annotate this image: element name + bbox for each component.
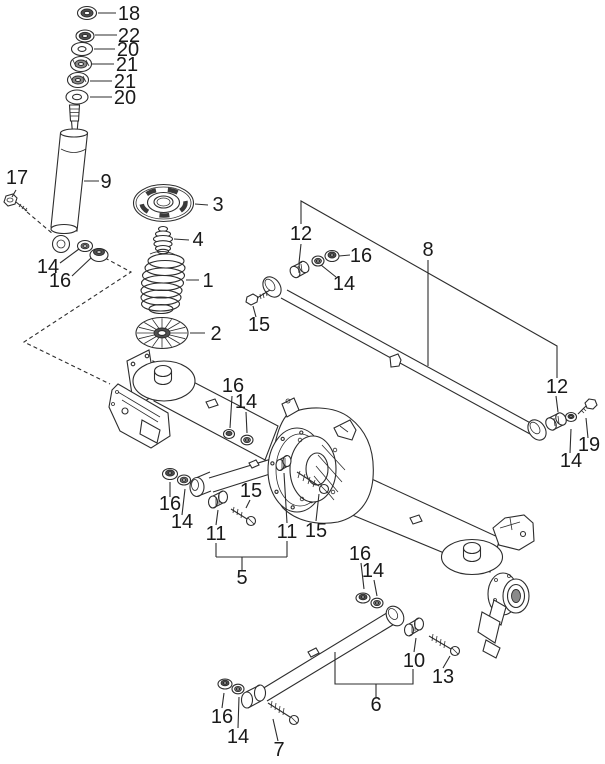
- callout-21-lower: 21: [114, 71, 136, 93]
- washer-14-left: [311, 255, 325, 267]
- bushing-12-left: [289, 260, 310, 279]
- callout-3: 3: [212, 194, 223, 216]
- callout-18: 18: [118, 3, 140, 25]
- washer-14-rear: [370, 597, 384, 609]
- arm-rear-eye: [385, 605, 405, 627]
- callout-5: 5: [236, 567, 247, 589]
- callout-14-axle: 14: [235, 391, 257, 413]
- washer-14-upper: [240, 434, 254, 446]
- callout-14-arm5: 14: [171, 511, 193, 533]
- brake-backing-plate: [267, 427, 346, 513]
- washer-14: [176, 474, 192, 486]
- shock-lower-eye: [51, 234, 71, 254]
- rear-axle-assembly: [108, 349, 535, 659]
- callout-16-arm5: 16: [159, 493, 181, 515]
- callout-17: 17: [6, 167, 28, 189]
- nut-16-rod: [324, 249, 340, 263]
- axle-right-spring-seat: [440, 538, 504, 576]
- callout-14-shock: 14: [37, 256, 59, 278]
- callout-10: 10: [403, 650, 425, 672]
- callout-8: 8: [422, 239, 433, 261]
- callout-2: 2: [210, 323, 221, 345]
- nut-16: [161, 467, 179, 481]
- callout-11-front: 11: [206, 523, 227, 545]
- callout-21-upper: 21: [116, 54, 138, 76]
- callout-13: 13: [432, 666, 454, 688]
- shock-body: [50, 132, 89, 232]
- callout-4: 4: [192, 229, 203, 251]
- nut-14-right: [564, 411, 578, 423]
- callout-12-left: 12: [290, 223, 312, 245]
- callout-15-rod: 15: [248, 314, 270, 336]
- nut-18: [76, 5, 98, 21]
- coil-spring-1: [140, 251, 186, 315]
- callout-9: 9: [100, 171, 111, 193]
- callout-19: 19: [578, 434, 600, 456]
- dashed-guide-lines: [22, 211, 133, 385]
- bump-stopper-4: [152, 225, 174, 255]
- diff-bolt-15: [296, 470, 330, 495]
- diff-bushing-11: [275, 454, 292, 472]
- axle-left-shock-bracket: [108, 383, 171, 449]
- bushing-12-right: [545, 412, 567, 431]
- callout-11-rear: 11: [277, 521, 298, 543]
- callout-16-shock: 16: [49, 270, 71, 292]
- washer-14-front: [231, 683, 245, 695]
- axle-right-hub: [477, 572, 530, 659]
- callout-16-arm6-rear: 16: [349, 543, 371, 565]
- bolt-17: [3, 193, 28, 212]
- callout-labels: 18 22 20 21 21 20 17 9 3 4 1 2 14 16 12 …: [6, 3, 600, 761]
- callout-16-rod: 16: [350, 245, 372, 267]
- axle-left-spring-seat: [132, 360, 196, 402]
- callout-20-lower: 20: [114, 87, 136, 109]
- shock-absorber: [3, 104, 109, 263]
- nut-16-upper: [222, 428, 236, 440]
- axle-tube-tab-right: [409, 514, 423, 525]
- washer-14-shock: [76, 239, 94, 253]
- callout-15-diff: 15: [305, 520, 327, 542]
- spring-upper-seat-3: [132, 183, 195, 223]
- callout-14-rod: 14: [333, 273, 355, 295]
- bushing-21-upper: [69, 55, 93, 73]
- washer-20-upper: [70, 41, 94, 57]
- bolt-13: [428, 633, 461, 657]
- callout-1: 1: [202, 270, 213, 292]
- upper-mount-stack: [65, 5, 98, 105]
- rod-right-eye: [527, 419, 547, 441]
- callout-15-arm5: 15: [240, 480, 262, 502]
- arm-front-sleeve: [240, 684, 267, 709]
- nut-16-rear: [355, 592, 371, 604]
- bushing-21-lower: [66, 71, 90, 89]
- callout-16-axle: 16: [222, 375, 244, 397]
- callout-12-right: 12: [546, 376, 568, 398]
- nut-16-front: [217, 678, 233, 690]
- axle-tube-tab: [205, 398, 219, 409]
- callout-14-arm6-front: 14: [227, 726, 249, 748]
- lower-trailing-arm: [217, 592, 461, 726]
- bolt-19: [577, 398, 598, 415]
- leader-lines: [11, 12, 589, 742]
- axle-right-shock-bracket: [492, 514, 535, 551]
- washer-20-lower: [65, 89, 89, 105]
- lateral-rod: [245, 249, 598, 441]
- shock-rod: [68, 104, 81, 134]
- nut-16-shock: [89, 247, 109, 263]
- callout-16-arm6-front: 16: [211, 706, 233, 728]
- rod-left-eye: [262, 276, 282, 298]
- bolt-15: [230, 506, 257, 527]
- callout-20-upper: 20: [117, 39, 139, 61]
- spring-lower-seat-2: [135, 316, 189, 350]
- bolt-7: [267, 700, 300, 726]
- nut-22: [75, 29, 95, 43]
- bushing-11: [207, 490, 229, 509]
- bolt-15-left: [245, 289, 271, 306]
- upper-arm-fasteners: [161, 428, 257, 527]
- callout-14-right: 14: [560, 450, 582, 472]
- callout-14-arm6-rear: 14: [362, 560, 384, 582]
- bushing-10: [403, 617, 425, 637]
- callout-7: 7: [273, 739, 284, 761]
- callout-6: 6: [370, 694, 381, 716]
- callout-22: 22: [118, 25, 140, 47]
